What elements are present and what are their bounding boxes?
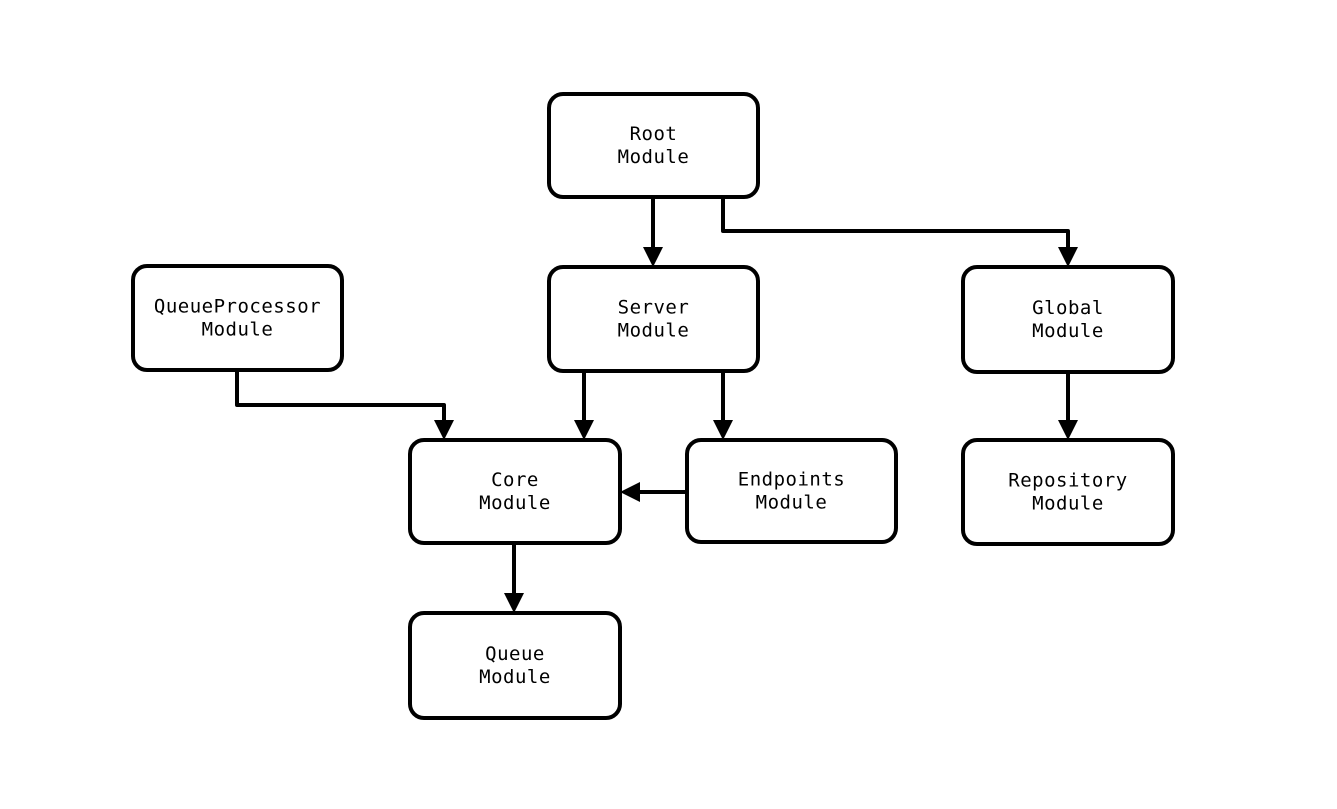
node-label-line2: Module [756, 492, 828, 514]
edge-core-to-queue [504, 543, 524, 613]
node-label-line2: Module [618, 320, 690, 342]
arrowhead-icon [620, 482, 640, 502]
edge-global-to-repository [1058, 372, 1078, 440]
nodes-layer: RootModuleQueueProcessorModuleServerModu… [131, 92, 1175, 720]
arrowhead-icon [434, 420, 454, 440]
node-label-line1: Repository [1008, 470, 1127, 492]
edge-queueprocessor-to-core [235, 370, 454, 440]
node-label-line1: Endpoints [738, 469, 845, 491]
arrowhead-icon [1058, 420, 1078, 440]
node-label-line2: Module [618, 146, 690, 168]
node-label-line2: Module [479, 666, 551, 688]
node-label-line2: Module [479, 492, 551, 514]
node-label-line1: QueueProcessor [154, 296, 321, 318]
edge-line [721, 197, 1070, 250]
node-box[interactable] [685, 438, 898, 544]
node-box[interactable] [131, 264, 344, 372]
edge-line [235, 370, 446, 423]
arrowhead-icon [713, 420, 733, 440]
node-label-line2: Module [1032, 320, 1104, 342]
node-box[interactable] [408, 438, 622, 545]
node-label-line1: Queue [485, 643, 545, 665]
node-label-line2: Module [202, 319, 274, 341]
node-label-line2: Module [1032, 493, 1104, 515]
node-label-line1: Core [491, 469, 539, 491]
node-box[interactable] [547, 265, 760, 373]
node-label-line1: Root [630, 123, 678, 145]
edge-server-to-core [574, 371, 594, 440]
arrowhead-icon [1058, 247, 1078, 267]
arrowhead-icon [574, 420, 594, 440]
edge-root-to-server [643, 197, 663, 267]
edge-root-to-global [721, 197, 1078, 267]
arrowhead-icon [643, 247, 663, 267]
node-box[interactable] [961, 438, 1175, 546]
node-label-line1: Server [618, 297, 690, 319]
node-box[interactable] [408, 611, 622, 720]
node-box[interactable] [961, 265, 1175, 374]
node-label-line1: Global [1032, 297, 1104, 319]
node-box[interactable] [547, 92, 760, 199]
edge-endpoints-to-core [620, 482, 687, 502]
edges-layer [235, 197, 1078, 613]
arrowhead-icon [504, 593, 524, 613]
edge-server-to-endpoints [713, 371, 733, 440]
